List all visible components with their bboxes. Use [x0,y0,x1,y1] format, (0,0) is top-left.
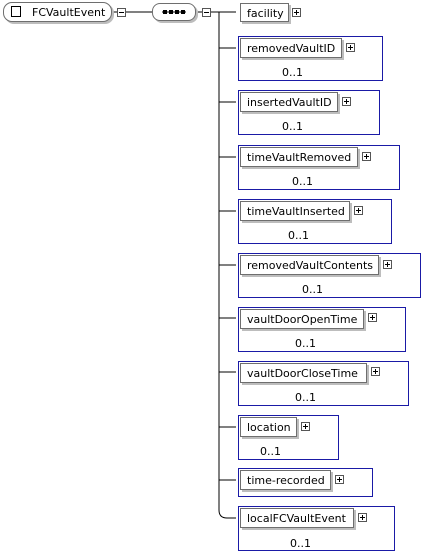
occurrence-label: 0..1 [282,66,303,79]
element-label: vaultDoorOpenTime [247,313,358,326]
collapse-icon[interactable] [117,8,126,17]
element-label: localFCVaultEvent [247,512,346,525]
collapse-icon[interactable] [202,8,211,17]
expand-icon[interactable] [292,8,301,17]
occurrence-label: 0..1 [295,337,316,350]
occurrence-label: 0..1 [290,537,311,550]
element-label: timeVaultInserted [247,205,345,218]
expand-icon[interactable] [371,367,380,376]
document-icon [11,6,21,17]
element-removedvaultcontents[interactable]: removedVaultContents [240,255,379,275]
expand-icon[interactable] [358,513,367,522]
sequence-compositor[interactable] [152,3,196,21]
root-element-label: FCVaultEvent [32,6,106,19]
element-label: vaultDoorCloseTime [247,367,358,380]
element-localfcvaultevent[interactable]: localFCVaultEvent [240,508,354,528]
element-label: facility [247,7,284,20]
expand-icon[interactable] [368,313,377,322]
element-vaultdooropentime[interactable]: vaultDoorOpenTime [240,309,364,329]
element-label: insertedVaultID [247,96,332,109]
occurrence-label: 0..1 [292,175,313,188]
expand-icon[interactable] [342,97,351,106]
expand-icon[interactable] [383,260,392,269]
expand-icon[interactable] [346,43,355,52]
sequence-compositor-icon [162,10,186,14]
root-element-box[interactable]: FCVaultEvent [3,2,112,22]
element-vaultdoorclosetime[interactable]: vaultDoorCloseTime [240,363,367,383]
expand-icon[interactable] [362,152,371,161]
element-insertedvaultid[interactable]: insertedVaultID [240,92,338,112]
element-time-recorded[interactable]: time-recorded [240,470,331,490]
occurrence-label: 0..1 [260,445,281,458]
element-location[interactable]: location [240,417,297,437]
element-removedvaultid[interactable]: removedVaultID [240,38,342,58]
element-timevaultremoved[interactable]: timeVaultRemoved [240,147,358,167]
occurrence-label: 0..1 [288,229,309,242]
element-label: removedVaultContents [247,259,373,272]
element-facility[interactable]: facility [240,3,289,22]
expand-icon[interactable] [335,475,344,484]
element-label: time-recorded [247,474,325,487]
occurrence-label: 0..1 [295,391,316,404]
element-label: timeVaultRemoved [247,151,352,164]
occurrence-label: 0..1 [302,283,323,296]
expand-icon[interactable] [354,206,363,215]
element-label: location [247,421,291,434]
expand-icon[interactable] [301,422,310,431]
element-label: removedVaultID [247,42,336,55]
occurrence-label: 0..1 [282,120,303,133]
element-timevaultinserted[interactable]: timeVaultInserted [240,201,350,221]
